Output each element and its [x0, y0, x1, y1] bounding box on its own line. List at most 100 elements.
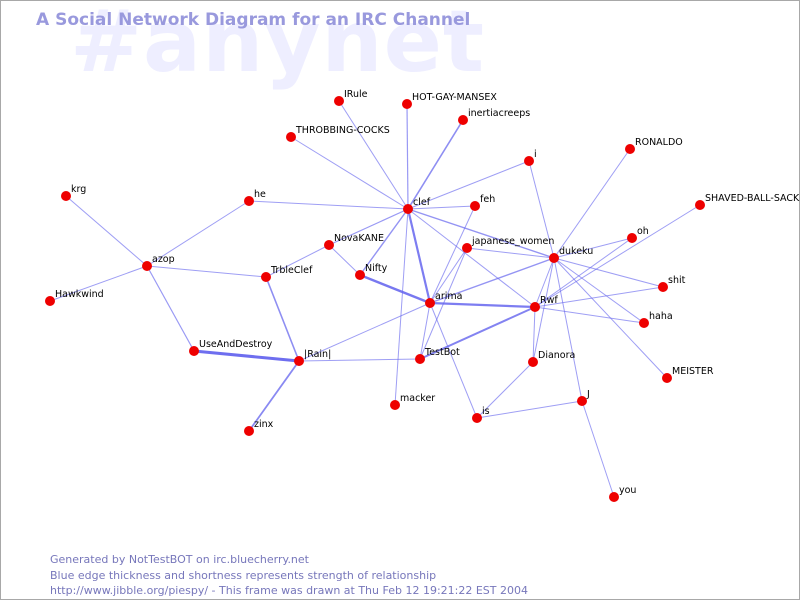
node-label: SHAVED-BALL-SACK — [705, 193, 800, 204]
node-dot — [402, 99, 412, 109]
node-dot — [61, 191, 71, 201]
node-trbleclef: TrbleClef — [261, 265, 313, 282]
node-dot — [294, 356, 304, 366]
node-dot — [45, 296, 55, 306]
node-he: he — [244, 189, 266, 206]
node-shit: shit — [658, 275, 686, 292]
edge-dukeku-oh — [553, 237, 633, 259]
edge-azop-trbleclef — [146, 265, 267, 278]
edge-rwf-dianora — [532, 306, 536, 363]
node-label: TrbleClef — [270, 265, 313, 276]
edge-oh-rwf — [534, 237, 633, 308]
edge-clef-feh — [407, 205, 476, 210]
node-dot — [425, 298, 435, 308]
node-hawkwind: Hawkwind — [45, 289, 104, 306]
node-dot — [189, 346, 199, 356]
edge-trbleclef-novakane — [265, 244, 330, 278]
node-feh: feh — [470, 194, 495, 211]
node-label: zinx — [254, 419, 274, 430]
node-label: Nifty — [365, 263, 388, 274]
edge-krg-azop — [65, 195, 148, 267]
node-dot — [261, 272, 271, 282]
edge-clef-novakane — [328, 208, 409, 246]
node-dot — [244, 426, 254, 436]
node-novakane: NovaKANE — [324, 233, 384, 250]
node-label: IRule — [344, 89, 368, 100]
node-label: feh — [480, 194, 495, 205]
edge-inertia-clef — [407, 119, 464, 210]
edge-novakane-nifty — [328, 244, 361, 276]
edge-clef-i — [407, 160, 530, 210]
edge-clef-arima — [406, 208, 432, 304]
node-label: shit — [668, 275, 686, 286]
node-label: inertiacreeps — [468, 108, 530, 119]
node-dot — [415, 354, 425, 364]
edge-shit-rwf — [534, 286, 664, 308]
edge-dukeku-ronaldo — [553, 148, 631, 259]
node-dot — [549, 253, 559, 263]
edge-azop-he — [146, 200, 250, 267]
edge-arima-feh — [429, 205, 476, 304]
edge-i-dukeku — [528, 160, 555, 259]
edge-dianora-is — [476, 361, 534, 419]
node-label: clef — [413, 197, 431, 208]
node-label: NovaKANE — [334, 233, 384, 244]
node-label: i — [534, 149, 537, 160]
edge-rain-testbot — [298, 358, 421, 362]
edge-arima-testbot — [419, 302, 431, 360]
edge-nifty-arima — [359, 273, 431, 305]
node-dot — [286, 132, 296, 142]
edges-layer — [49, 100, 701, 498]
node-testbot: TestBot — [415, 347, 460, 364]
node-dot — [577, 396, 587, 406]
node-useanddestroy: UseAndDestroy — [189, 339, 273, 356]
node-dot — [695, 200, 705, 210]
edge-clef-nifty — [359, 208, 409, 276]
edge-testbot-rwf — [419, 306, 536, 360]
node-throbbing: THROBBING-COCKS — [286, 125, 390, 142]
node-label: THROBBING-COCKS — [295, 125, 390, 136]
node-shaved: SHAVED-BALL-SACK — [695, 193, 800, 210]
node-dot — [324, 240, 334, 250]
node-label: HOT-GAY-MANSEX — [412, 92, 497, 103]
node-dot — [530, 302, 540, 312]
node-you: you — [609, 485, 636, 502]
node-label: is — [482, 406, 490, 417]
footer-url-timestamp: http://www.jibble.org/piespy/ - This fra… — [50, 584, 529, 597]
node-haha: haha — [639, 311, 673, 328]
node-label: krg — [71, 184, 86, 195]
channel-watermark: #anynet — [70, 0, 486, 92]
node-dot — [528, 357, 538, 367]
edge-azop-useanddestroy — [146, 265, 195, 352]
node-label: Rwf — [540, 295, 558, 306]
edge-arima-dukeku — [429, 257, 555, 304]
node-label: RONALDO — [635, 137, 683, 148]
node-label: arima — [435, 291, 462, 302]
node-label: Dianora — [538, 350, 575, 361]
node-label: he — [254, 189, 266, 200]
node-dot — [355, 270, 365, 280]
edge-dukeku-shit — [553, 257, 664, 288]
node-dot — [244, 196, 254, 206]
diagram-title: A Social Network Diagram for an IRC Chan… — [36, 10, 471, 30]
node-macker: macker — [390, 393, 435, 410]
node-dianora: Dianora — [528, 350, 575, 367]
node-rwf: Rwf — [530, 295, 558, 312]
node-dot — [627, 233, 637, 243]
node-rain: |Rain| — [294, 349, 331, 366]
node-label: macker — [400, 393, 435, 404]
node-dot — [658, 282, 668, 292]
node-dot — [639, 318, 649, 328]
node-dot — [625, 144, 635, 154]
node-dot — [403, 204, 413, 214]
edge-arima-japanese — [429, 247, 468, 304]
node-label: japanese_women — [471, 236, 554, 247]
node-dot — [470, 201, 480, 211]
node-inertia: inertiacreeps — [458, 108, 530, 125]
node-dot — [458, 115, 468, 125]
node-clef: clef — [403, 197, 431, 214]
node-meister: MEISTER — [662, 366, 714, 383]
nodes-layer: krgHawkwindazopheTrbleClefUseAndDestroyz… — [45, 89, 800, 502]
